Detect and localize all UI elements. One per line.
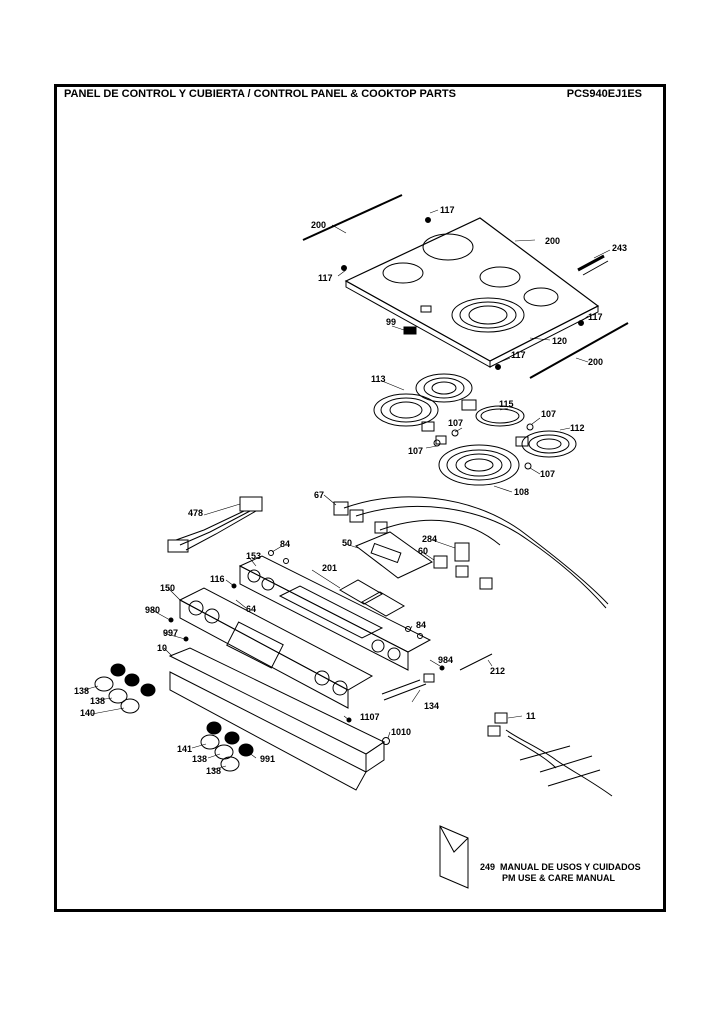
callout: 117: [511, 350, 526, 360]
callout: 140: [80, 708, 95, 718]
callout: 84: [416, 620, 426, 630]
trim-strip-left: [302, 194, 403, 241]
screw: [341, 265, 347, 271]
control-board-50: [355, 531, 433, 579]
wire-harness-67: [333, 496, 609, 609]
screw-84: [268, 550, 274, 556]
screw-984: [439, 665, 445, 671]
control-panel-frame-153: [238, 555, 432, 671]
callout: 138: [74, 686, 89, 696]
callout: 99: [386, 317, 396, 327]
callout: 134: [424, 701, 439, 711]
cooktop-glass: [344, 217, 600, 368]
callout: 108: [514, 487, 529, 497]
manual-title-es: MANUAL DE USOS Y CUIDADOS: [500, 862, 641, 872]
screw-84: [417, 633, 423, 639]
callout: 984: [438, 655, 453, 665]
overlay-201: [338, 579, 406, 617]
element-112: [515, 430, 577, 458]
callout: 107: [541, 409, 556, 419]
callout: 112: [570, 423, 585, 433]
harness-134: [381, 673, 435, 701]
callout: 200: [545, 236, 560, 246]
switch-284: [454, 542, 470, 562]
callout: 107: [448, 418, 463, 428]
callout: 116: [210, 574, 225, 584]
clip-107: [526, 423, 534, 431]
clip-107: [433, 439, 441, 447]
clip-107: [451, 429, 459, 437]
manual-callout: 249 MANUAL DE USOS Y CUIDADOS PM USE & C…: [480, 862, 641, 884]
callout: 117: [588, 312, 603, 322]
manual-249: [439, 825, 469, 889]
callout: 138: [90, 696, 105, 706]
knob-set-lower: [200, 721, 254, 772]
dual-element-113: [373, 373, 477, 432]
callout: 107: [408, 446, 423, 456]
callout: 138: [192, 754, 207, 764]
callout: 10: [157, 643, 167, 653]
knob-set-upper: [94, 663, 156, 714]
callout: 980: [145, 605, 160, 615]
callout: 67: [314, 490, 324, 500]
screw: [425, 217, 431, 223]
callout: 11: [526, 711, 536, 721]
wire-bundle-478: [167, 496, 263, 553]
screw-980: [168, 617, 174, 623]
callout: 117: [318, 273, 333, 283]
callout: 107: [540, 469, 555, 479]
callout: 64: [246, 604, 256, 614]
element-108: [435, 435, 520, 486]
callout: 478: [188, 508, 203, 518]
clip-107: [524, 462, 532, 470]
ring-115: [475, 405, 525, 427]
manual-number: 249: [480, 862, 496, 872]
bracket-212: [459, 653, 493, 671]
washer-1010: [382, 737, 390, 745]
manual-title-en: PM USE & CARE MANUAL: [502, 873, 616, 883]
callout: 115: [499, 399, 514, 409]
callout: 153: [246, 551, 261, 561]
trim-strip-front: [529, 322, 629, 379]
callout: 212: [490, 666, 505, 676]
diagram-frame: [54, 84, 666, 912]
callout: 150: [160, 583, 175, 593]
screw: [495, 364, 501, 370]
bracket-243: [577, 254, 609, 276]
callout: 1107: [360, 712, 380, 722]
callout: 1010: [391, 727, 411, 737]
label-60: [433, 555, 448, 569]
callout: 991: [260, 754, 275, 764]
callout: 120: [552, 336, 567, 346]
control-panel-face-150: [178, 587, 374, 709]
callout: 113: [371, 374, 386, 384]
callout: 141: [177, 744, 192, 754]
power-cord-11: [487, 712, 613, 797]
callout: 201: [322, 563, 337, 573]
callout: 60: [418, 546, 428, 556]
callout: 200: [311, 220, 326, 230]
callout: 284: [422, 534, 437, 544]
bezel-10: [168, 647, 386, 791]
clip-99: [403, 326, 417, 335]
page-title: PANEL DE CONTROL Y CUBIERTA / CONTROL PA…: [64, 88, 456, 100]
callout: 50: [342, 538, 352, 548]
callout: 200: [588, 357, 603, 367]
screw-84: [283, 558, 289, 564]
screw: [578, 320, 584, 326]
callout: 84: [280, 539, 290, 549]
callout: 997: [163, 628, 178, 638]
leader-lines: [83, 209, 611, 771]
callout: 138: [206, 766, 221, 776]
callout: 117: [440, 205, 455, 215]
model-number: PCS940EJ1ES: [566, 88, 642, 100]
callout: 243: [612, 243, 627, 253]
